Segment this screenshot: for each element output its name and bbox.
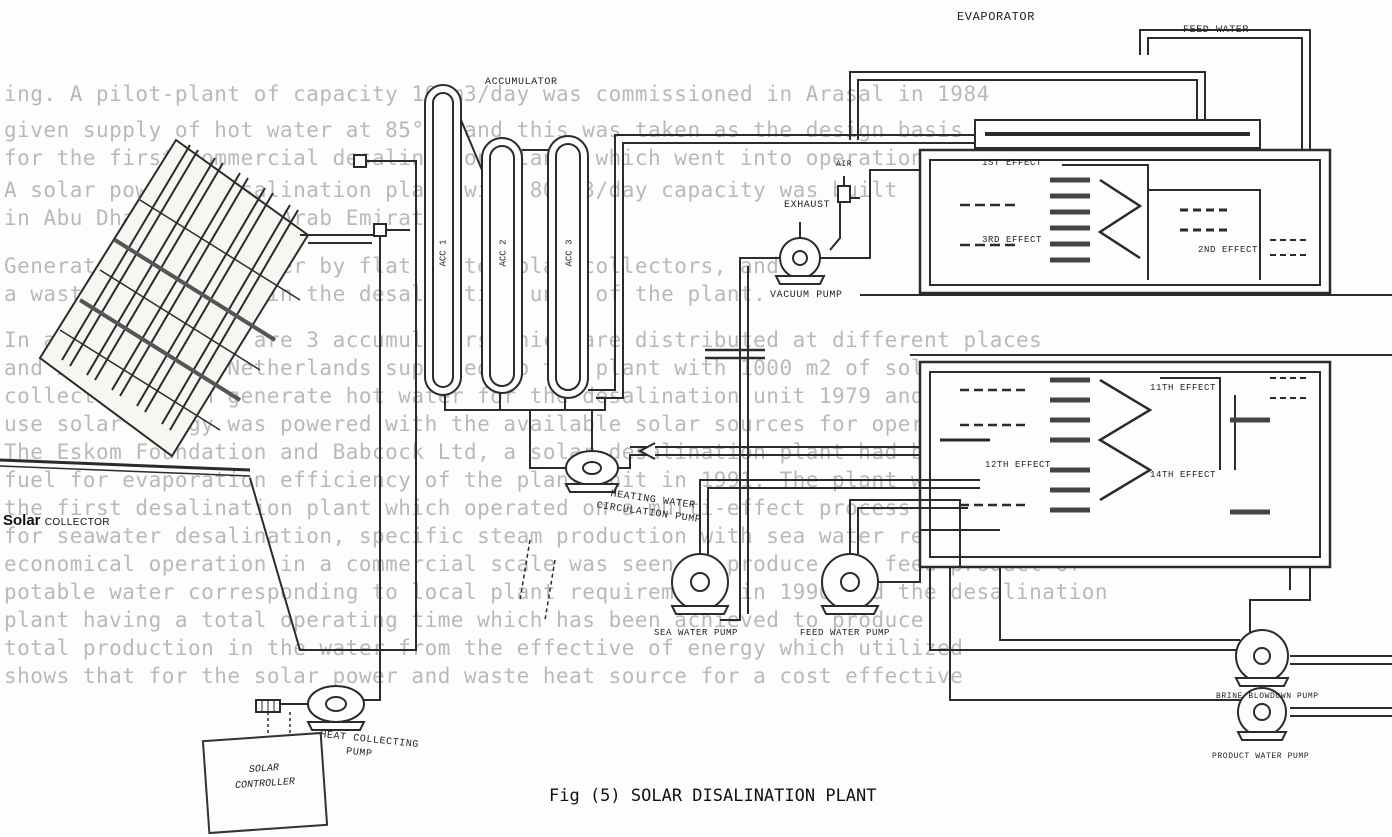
acc-2-label: ACC 2 (499, 239, 509, 266)
brine-blowdown-pump-label: BRINE BLOWDOWN PUMP (1216, 692, 1319, 701)
product-water-pump-label: PRODUCT WATER PUMP (1212, 752, 1309, 761)
effect-12-label: 12TH EFFECT (985, 460, 1051, 470)
accumulator-label: ACCUMULATOR (485, 77, 558, 88)
effect-2-label: 2ND EFFECT (1198, 245, 1258, 255)
feed-water-pump-label: FEED WATER PUMP (800, 628, 890, 638)
effect-1-label: 1ST EFFECT (982, 158, 1042, 168)
solar-controller-text: SOLAR CONTROLLER (206, 758, 324, 796)
sea-water-pump-label: SEA WATER PUMP (654, 628, 738, 638)
exhaust-label: EXHAUST (784, 200, 830, 211)
effect-14-label: 14TH EFFECT (1150, 470, 1216, 480)
heat-collecting-pump (308, 686, 364, 730)
vacuum-pump-label: VACUUM PUMP (770, 290, 843, 301)
vacuum-pump (776, 238, 824, 284)
figure-caption: Fig (5) SOLAR DISALINATION PLANT (549, 786, 877, 806)
effect-3-label: 3RD EFFECT (982, 235, 1042, 245)
feed-water-pump-shape (822, 554, 878, 614)
acc-3-label: ACC 3 (565, 239, 575, 266)
brine-blowdown-pump-shape (1236, 630, 1288, 686)
feed-water-label: FEED WATER (1183, 25, 1249, 36)
effect-11-label: 11TH EFFECT (1150, 383, 1216, 393)
acc-1-label: ACC 1 (439, 239, 449, 266)
evaporator-block (850, 30, 1392, 567)
evaporator-label: EVAPORATOR (957, 10, 1035, 24)
heating-water-circulation-pump (566, 451, 618, 492)
solar-collector-small-label: COLLECTOR (45, 517, 110, 528)
solar-collector-main-label: Solar (3, 512, 41, 529)
sea-water-pump-shape (672, 554, 728, 614)
solar-controller-box: SOLAR CONTROLLER (202, 732, 328, 834)
air-label: AIR (836, 160, 852, 169)
solar-collector (0, 140, 308, 476)
solar-collector-label: Solar COLLECTOR (3, 512, 110, 529)
